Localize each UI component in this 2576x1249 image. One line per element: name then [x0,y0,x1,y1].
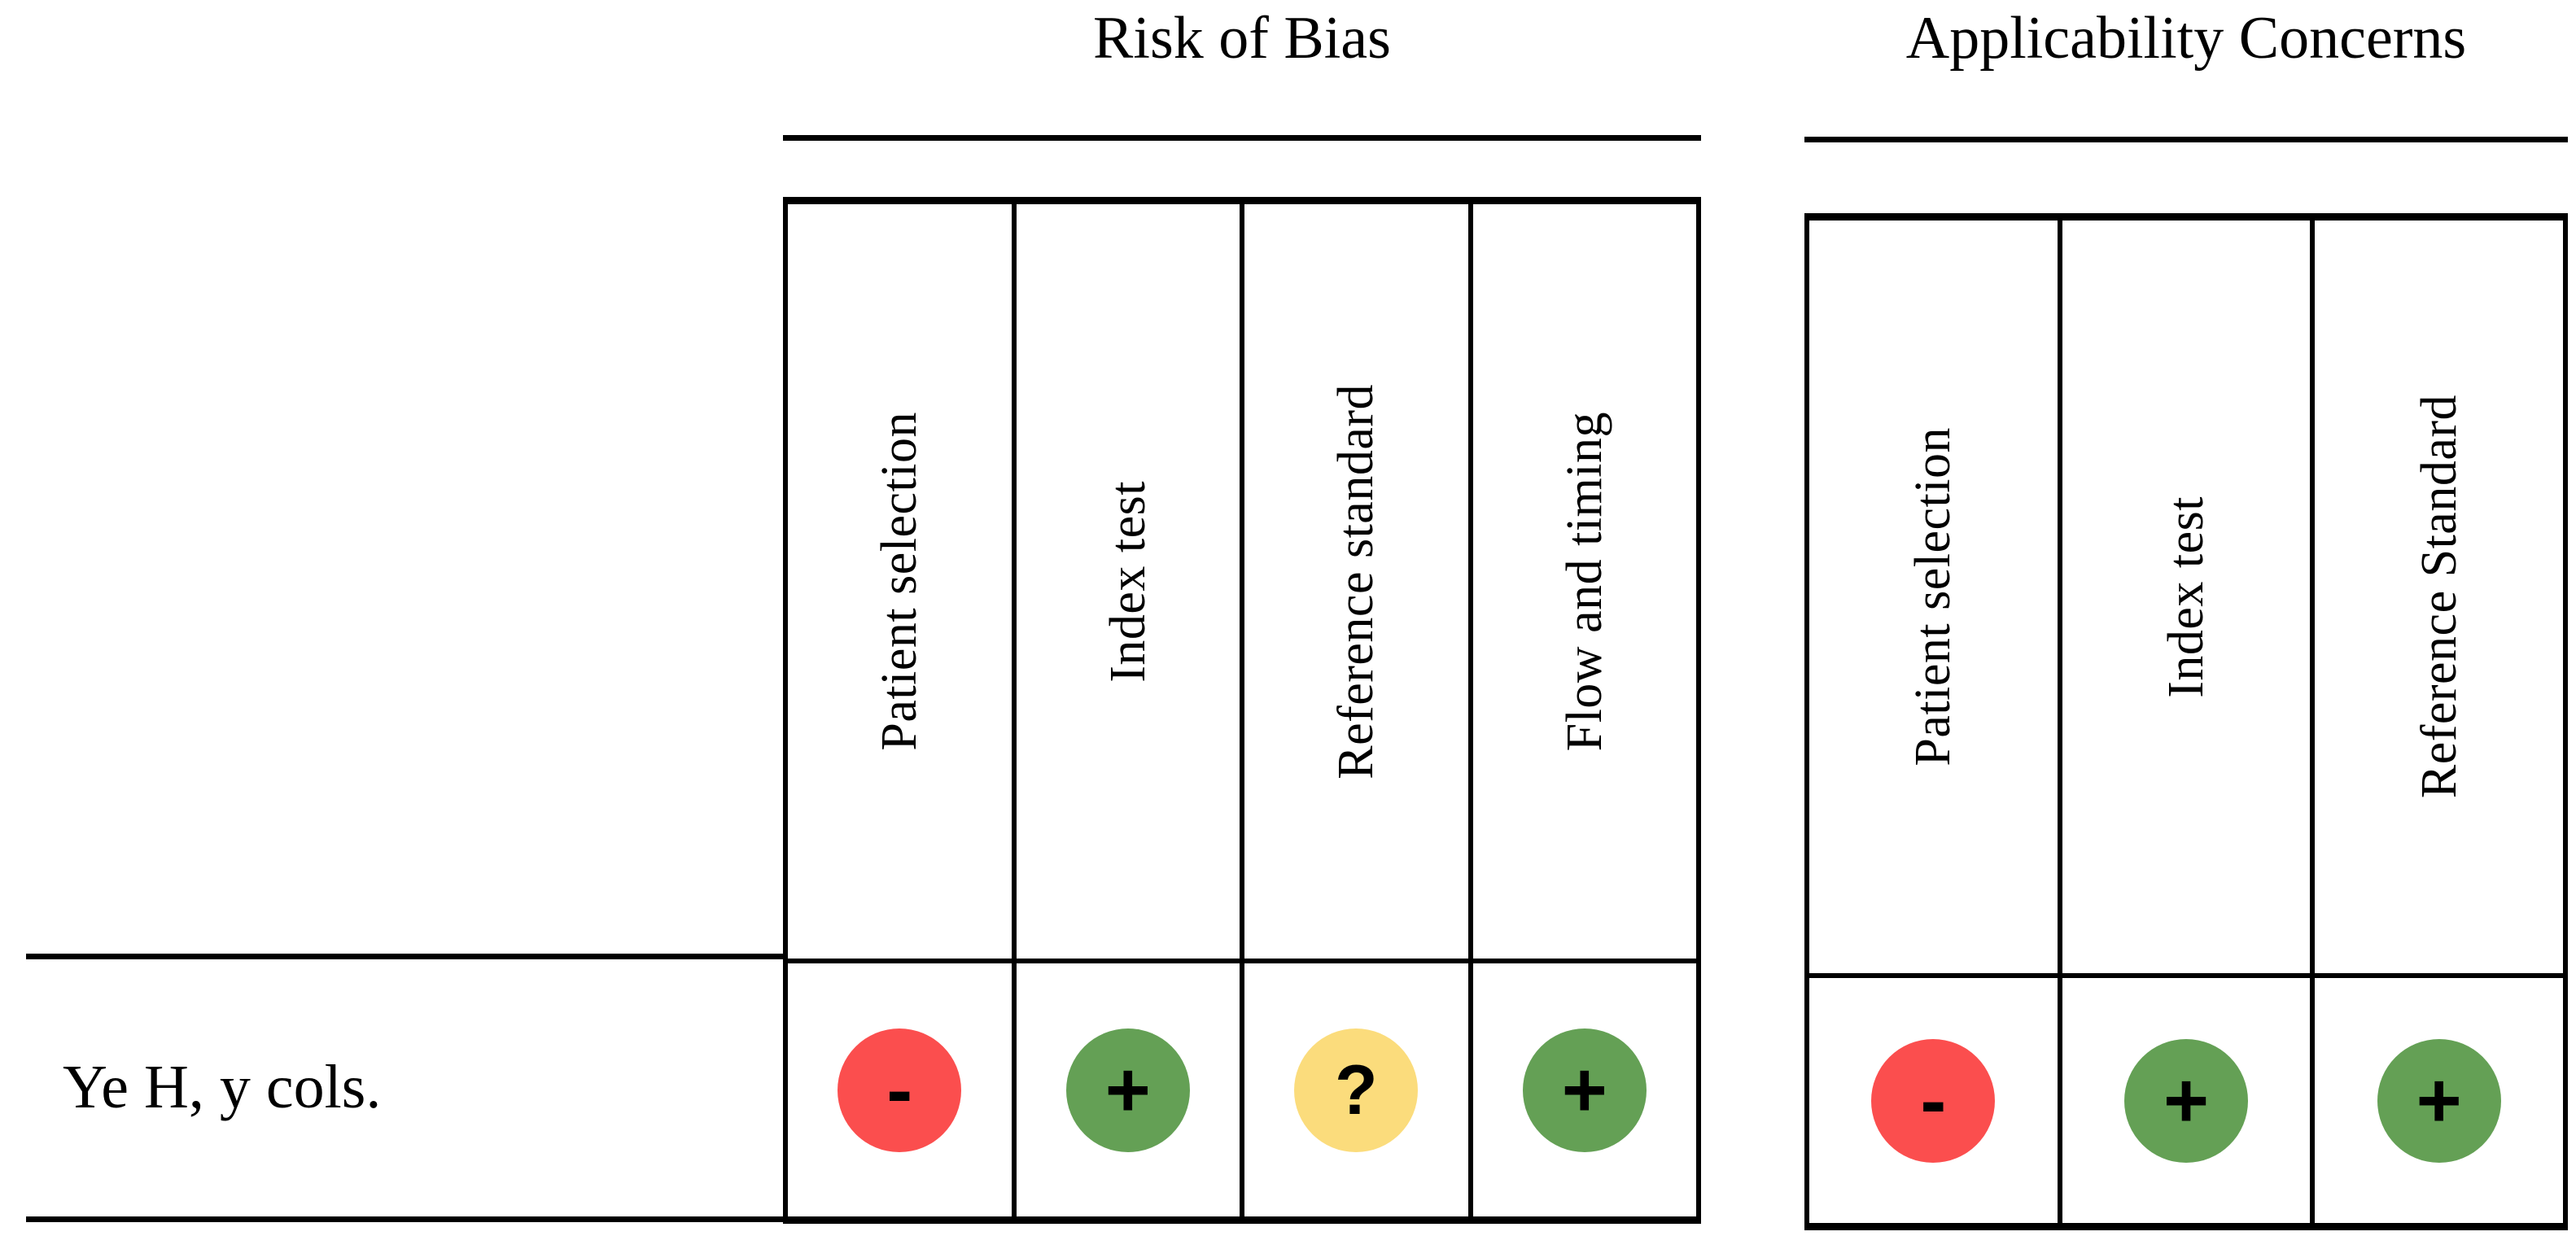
column-header-reference-standard-app: Reference Standard [2315,221,2563,973]
column-header-reference-standard-rob: Reference standard [1244,204,1473,959]
risk-of-bias-header-row: Patient selection Index test Reference s… [788,204,1696,959]
judgement-bubble-unclear-risk: ? [1294,1028,1419,1152]
column-header-label: Patient selection [872,412,928,751]
applicability-concerns-grid: Patient selection Index test Reference S… [1804,213,2568,1230]
cell-patient-selection-app: - [1809,978,2062,1223]
cell-patient-selection-rob: - [788,963,1017,1216]
cell-reference-standard-app: + [2315,978,2563,1223]
risk-of-bias-group-title: Risk of Bias [1093,5,1391,72]
applicability-concerns-group-title: Applicability Concerns [1905,5,2467,72]
column-header-flow-and-timing-rob: Flow and timing [1473,204,1697,959]
applicability-concerns-group-rule [1804,137,2568,142]
column-header-patient-selection-app: Patient selection [1809,221,2062,973]
judgement-bubble-low-risk: + [1522,1028,1647,1152]
cell-flow-and-timing-rob: + [1473,963,1697,1216]
cell-reference-standard-rob: ? [1244,963,1473,1216]
judgement-bubble-low-risk: + [2377,1038,2501,1163]
column-header-label: Index test [1100,480,1156,683]
risk-of-bias-group-rule [783,135,1701,141]
column-header-patient-selection-rob: Patient selection [788,204,1017,959]
study-row-label: Ye H, y cols. [63,1052,382,1121]
column-header-index-test-rob: Index test [1017,204,1244,959]
row-label-bottom-rule [26,1216,783,1222]
column-header-label: Reference Standard [2411,395,2467,799]
column-header-label: Index test [2158,496,2214,698]
applicability-concerns-data-row: - + + [1809,973,2563,1223]
column-header-label: Patient selection [1905,427,1962,766]
risk-of-bias-data-row: - + ? + [788,959,1696,1216]
column-header-label: Reference standard [1328,383,1384,780]
applicability-concerns-header-row: Patient selection Index test Reference S… [1809,221,2563,973]
row-label-top-rule [26,954,783,959]
judgement-bubble-low-risk: + [2124,1038,2248,1163]
cell-index-test-rob: + [1017,963,1244,1216]
column-header-index-test-app: Index test [2062,221,2316,973]
judgement-bubble-high-risk: - [838,1028,962,1152]
judgement-bubble-high-risk: - [1871,1038,1996,1163]
cell-index-test-app: + [2062,978,2316,1223]
column-header-label: Flow and timing [1556,411,1612,752]
risk-of-bias-grid: Patient selection Index test Reference s… [783,197,1701,1224]
judgement-bubble-low-risk: + [1065,1028,1190,1152]
